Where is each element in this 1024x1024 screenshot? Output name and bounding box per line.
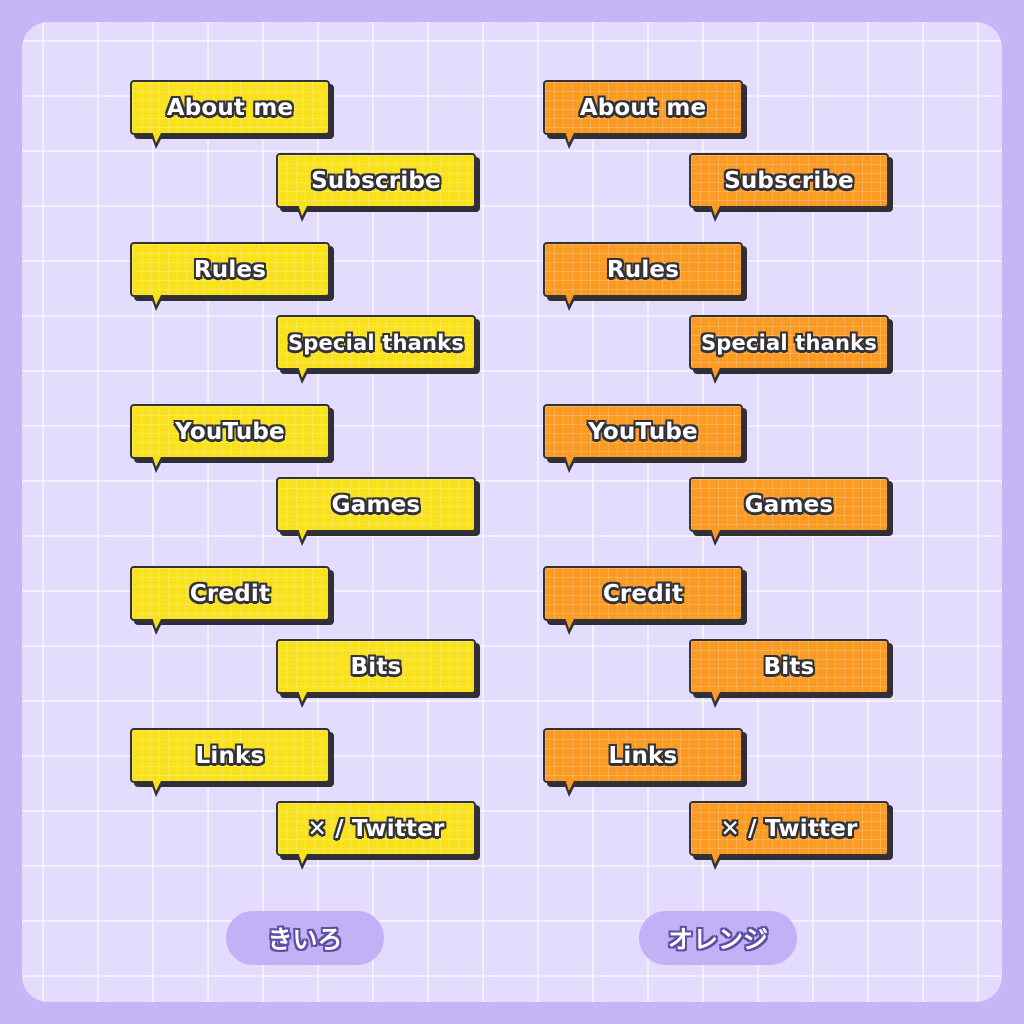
bubble-box: ✕ / Twitter <box>689 801 889 856</box>
bubble-box: Special thanks <box>689 315 889 370</box>
yellow-links-button[interactable]: Links <box>130 728 334 797</box>
orange-caption: オレンジ <box>667 925 768 954</box>
bubble-box: Games <box>276 477 476 532</box>
bubble-box: Links <box>543 728 743 783</box>
orange-links-button[interactable]: Links <box>543 728 747 797</box>
yellow-x-twitter-button[interactable]: ✕ / Twitter <box>276 801 480 870</box>
yellow-youtube-button[interactable]: YouTube <box>130 404 334 473</box>
button-label: Bits <box>350 653 402 680</box>
orange-special-thanks-button[interactable]: Special thanks <box>689 315 893 384</box>
button-label: Credit <box>189 580 271 607</box>
bubble-box: Rules <box>130 242 330 297</box>
bubble-box: Links <box>130 728 330 783</box>
bubble-box: Special thanks <box>276 315 476 370</box>
bubble-box: Bits <box>689 639 889 694</box>
button-label: Links <box>608 742 678 769</box>
orange-bits-button[interactable]: Bits <box>689 639 893 708</box>
bubble-box: Bits <box>276 639 476 694</box>
orange-games-button[interactable]: Games <box>689 477 893 546</box>
bubble-box: Games <box>689 477 889 532</box>
yellow-about-me-button[interactable]: About me <box>130 80 334 149</box>
yellow-special-thanks-button[interactable]: Special thanks <box>276 315 480 384</box>
orange-subscribe-button[interactable]: Subscribe <box>689 153 893 222</box>
bubble-box: Credit <box>543 566 743 621</box>
bubble-box: YouTube <box>543 404 743 459</box>
bubble-box: Subscribe <box>276 153 476 208</box>
button-label: ✕ / Twitter <box>307 815 445 842</box>
button-label: Subscribe <box>311 167 441 194</box>
button-label: Rules <box>193 256 267 283</box>
bubble-box: Rules <box>543 242 743 297</box>
yellow-rules-button[interactable]: Rules <box>130 242 334 311</box>
button-label: Special thanks <box>700 330 878 355</box>
button-label: Games <box>331 491 421 518</box>
orange-youtube-button[interactable]: YouTube <box>543 404 747 473</box>
bubble-box: ✕ / Twitter <box>276 801 476 856</box>
button-label: About me <box>166 94 294 121</box>
button-label: Subscribe <box>724 167 854 194</box>
yellow-subscribe-button[interactable]: Subscribe <box>276 153 480 222</box>
yellow-caption: きいろ <box>267 925 343 954</box>
yellow-games-button[interactable]: Games <box>276 477 480 546</box>
orange-rules-button[interactable]: Rules <box>543 242 747 311</box>
button-label: Games <box>744 491 834 518</box>
button-label: Bits <box>763 653 815 680</box>
bubble-box: Credit <box>130 566 330 621</box>
button-label: Credit <box>602 580 684 607</box>
orange-caption-pill: オレンジ <box>639 911 797 965</box>
yellow-caption-pill: きいろ <box>226 911 384 965</box>
bubble-box: About me <box>130 80 330 135</box>
bubble-box: Subscribe <box>689 153 889 208</box>
bubble-box: About me <box>543 80 743 135</box>
button-label: YouTube <box>588 418 698 445</box>
button-label: Links <box>195 742 265 769</box>
button-label: About me <box>579 94 707 121</box>
bubble-box: YouTube <box>130 404 330 459</box>
orange-x-twitter-button[interactable]: ✕ / Twitter <box>689 801 893 870</box>
button-label: Special thanks <box>287 330 465 355</box>
button-label: Rules <box>606 256 680 283</box>
panel: About me Subscribe Rules Special thanks … <box>22 22 1002 1002</box>
yellow-credit-button[interactable]: Credit <box>130 566 334 635</box>
orange-about-me-button[interactable]: About me <box>543 80 747 149</box>
orange-credit-button[interactable]: Credit <box>543 566 747 635</box>
button-label: ✕ / Twitter <box>720 815 858 842</box>
yellow-bits-button[interactable]: Bits <box>276 639 480 708</box>
button-label: YouTube <box>175 418 285 445</box>
